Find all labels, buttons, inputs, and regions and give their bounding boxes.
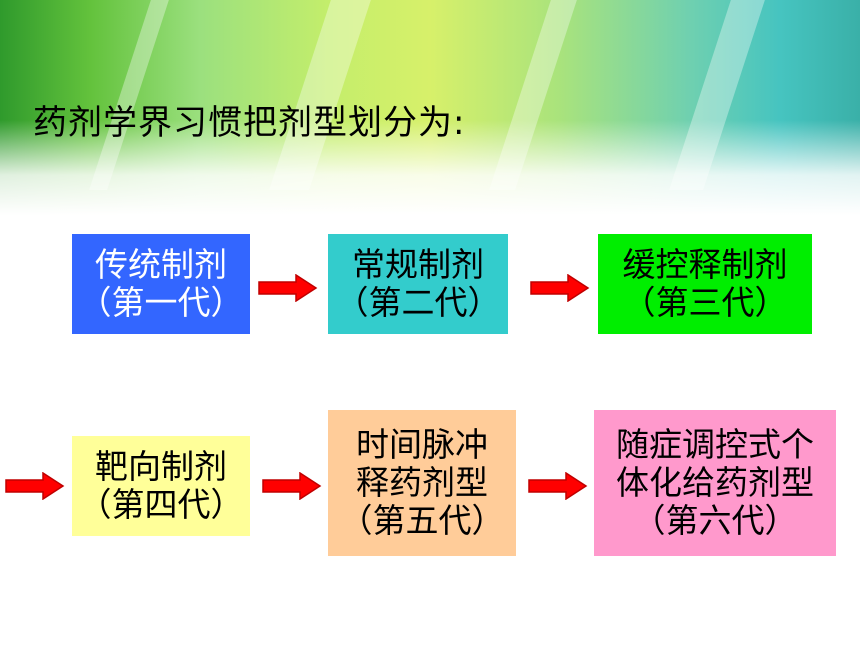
slide-title: 药剂学界习惯把剂型划分为:: [33, 103, 466, 143]
box-line: （第三代）: [622, 283, 788, 322]
box-line: 传统制剂: [95, 245, 227, 284]
right-arrow-icon: [5, 472, 65, 500]
box-line: （第四代）: [78, 485, 244, 524]
box-line: 随症调控式个: [616, 425, 814, 464]
box-line: 体化给药剂型: [616, 463, 814, 502]
box-generation-3: 缓控释制剂 （第三代）: [598, 234, 812, 334]
box-line: （第二代）: [335, 283, 501, 322]
box-generation-2: 常规制剂 （第二代）: [328, 234, 508, 334]
box-generation-5: 时间脉冲 释药剂型 （第五代）: [328, 410, 516, 556]
box-line: 释药剂型: [356, 463, 488, 502]
box-line: 时间脉冲: [356, 425, 488, 464]
box-line: （第一代）: [78, 283, 244, 322]
right-arrow-icon: [530, 274, 590, 302]
box-generation-1: 传统制剂 （第一代）: [72, 234, 250, 334]
box-generation-6: 随症调控式个 体化给药剂型 （第六代）: [594, 410, 836, 556]
right-arrow-icon: [262, 472, 322, 500]
box-generation-4: 靶向制剂 （第四代）: [72, 436, 250, 536]
box-line: （第六代）: [632, 501, 798, 540]
right-arrow-icon: [528, 472, 588, 500]
box-line: 缓控释制剂: [622, 245, 788, 284]
box-line: 靶向制剂: [95, 447, 227, 486]
right-arrow-icon: [258, 274, 318, 302]
box-line: 常规制剂: [352, 245, 484, 284]
box-line: （第五代）: [339, 501, 505, 540]
